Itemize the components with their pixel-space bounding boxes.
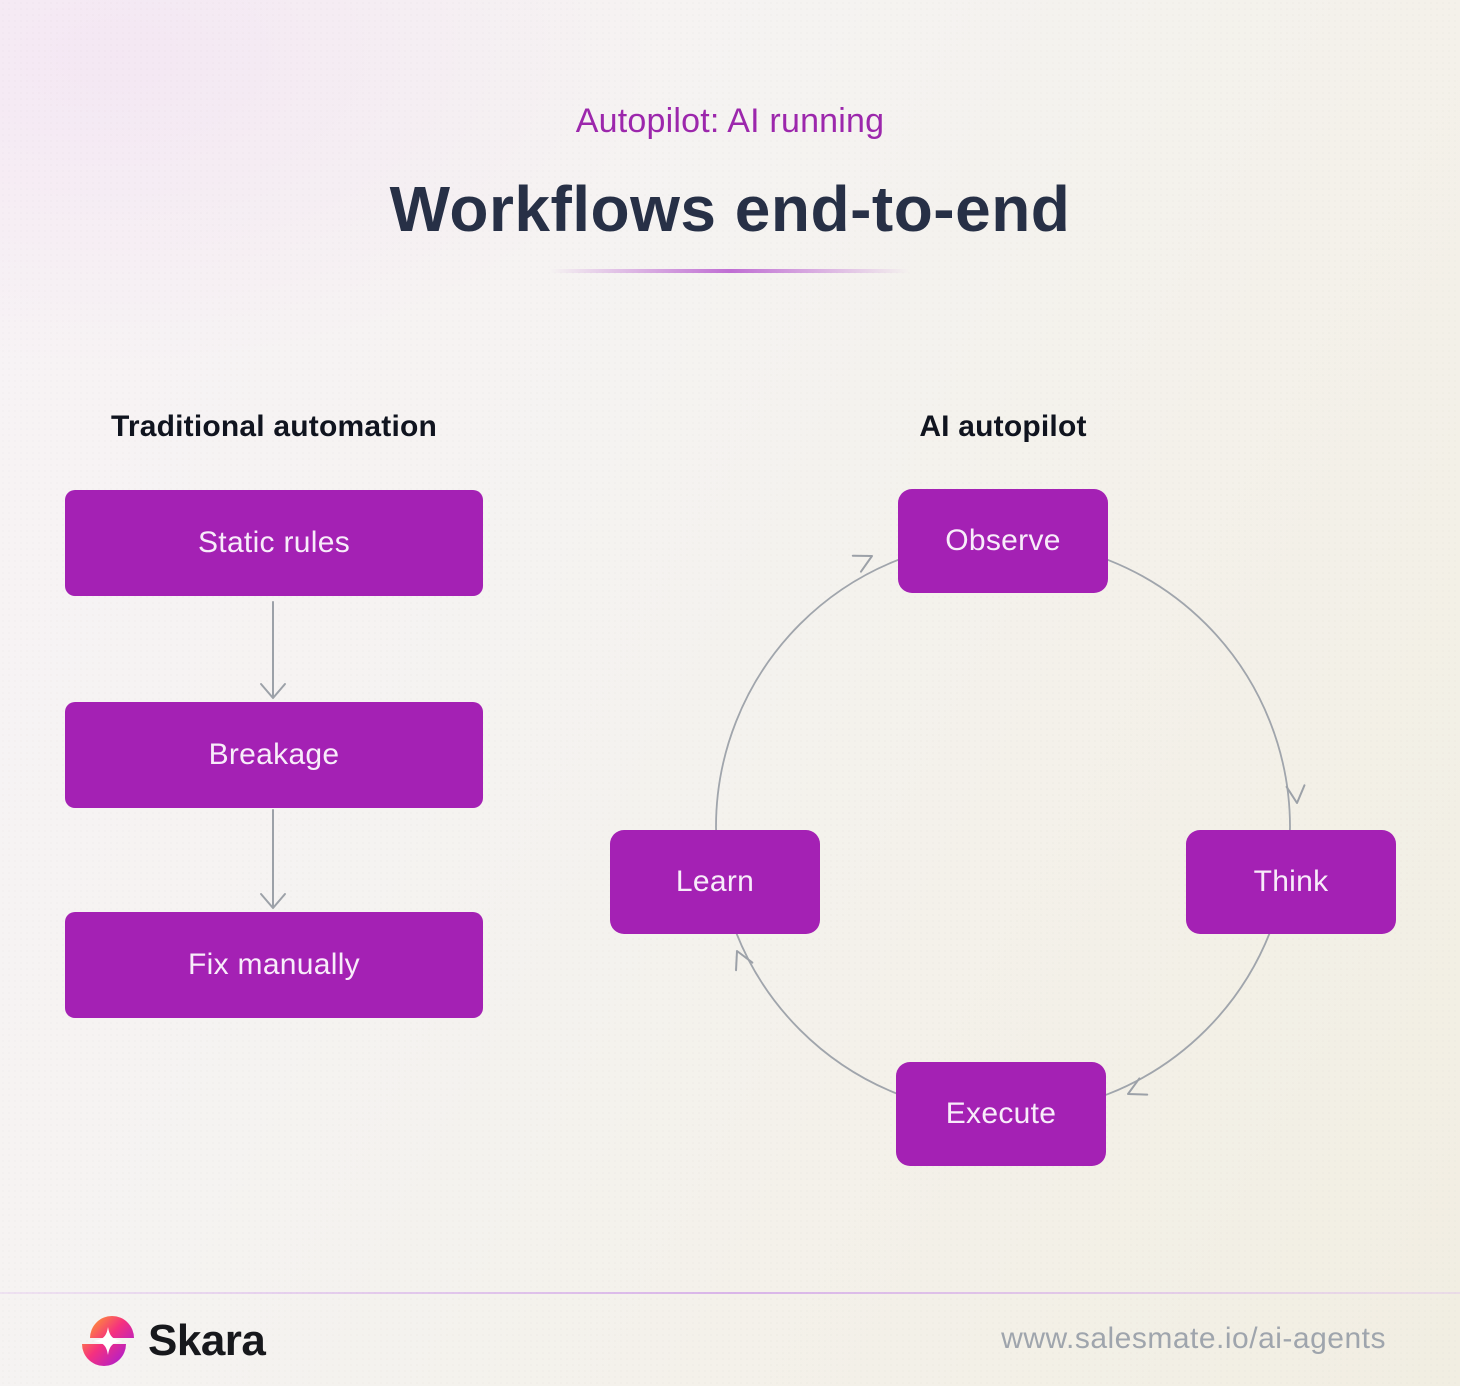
cycle-label: Learn [675,865,755,898]
page-title: Workflows end-to-end [389,173,1071,245]
footer-url: www.salesmate.io/ai-agents [1001,1322,1386,1355]
right-column-heading: AI autopilot [919,410,1087,443]
cycle-arrowhead-to-observe-icon [851,554,873,573]
left-column-heading: Traditional automation [110,410,438,443]
cycle-arrowhead-to-think-icon [1285,784,1306,804]
step-breakage: Breakage [65,702,483,808]
cycle-arrowhead-to-execute-icon [1127,1077,1149,1096]
cycle-node-think: Think [1186,830,1396,934]
kicker-text: Autopilot: AI running [575,102,885,140]
cycle-circle [715,539,1291,1115]
step-label: Breakage [208,738,340,771]
cycle-arrowhead-to-learn-icon [735,950,754,972]
cycle-label: Observe [945,524,1061,557]
cycle-node-learn: Learn [610,830,820,934]
cycle-label: Think [1253,865,1329,898]
down-arrow-icon [260,601,286,699]
step-fix-manually: Fix manually [65,912,483,1018]
title-underline [550,269,910,273]
skara-sparkle-logo-icon [82,1316,134,1366]
cycle-node-execute: Execute [896,1062,1106,1166]
cycle-label: Execute [945,1097,1057,1130]
step-static-rules: Static rules [65,490,483,596]
brand-lockup: Skara [80,1312,266,1370]
down-arrow-icon [260,809,286,909]
step-label: Static rules [198,526,350,559]
footer-divider [0,1292,1460,1294]
step-label: Fix manually [188,948,360,981]
brand-name: Skara [148,1316,266,1365]
cycle-node-observe: Observe [898,489,1108,593]
